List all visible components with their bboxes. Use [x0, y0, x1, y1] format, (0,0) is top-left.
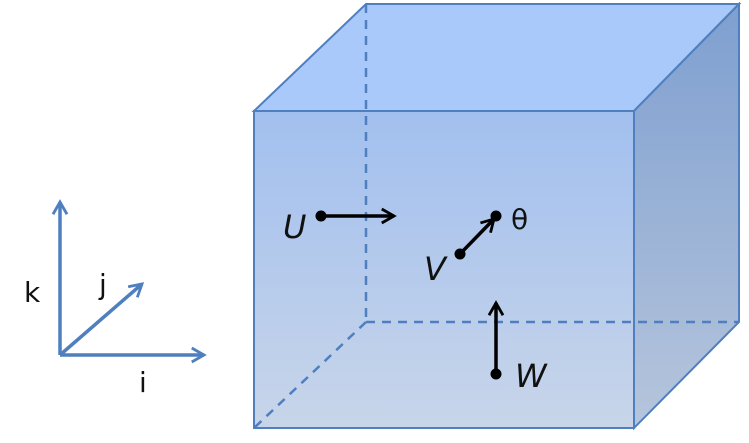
v-label: V: [424, 250, 448, 288]
j-axis-arrow: [58, 282, 145, 357]
coordinate-axes: k j i: [24, 199, 207, 399]
u-label: U: [283, 208, 306, 246]
w-label: W: [515, 357, 548, 395]
j-axis-label: j: [98, 268, 107, 301]
cube-hidden-edges: [253, 4, 739, 429]
cube: [251, 1, 742, 431]
v-vector-arrow: [458, 216, 496, 256]
velocity-vectors: U V θ W: [283, 203, 548, 395]
i-axis-label: i: [139, 366, 147, 399]
cube-front-outline: [253, 110, 635, 429]
theta-dot: [490, 210, 502, 222]
theta-label: θ: [511, 203, 528, 236]
k-axis-label: k: [24, 276, 41, 309]
hidden-edge-diagonal: [253, 321, 367, 429]
